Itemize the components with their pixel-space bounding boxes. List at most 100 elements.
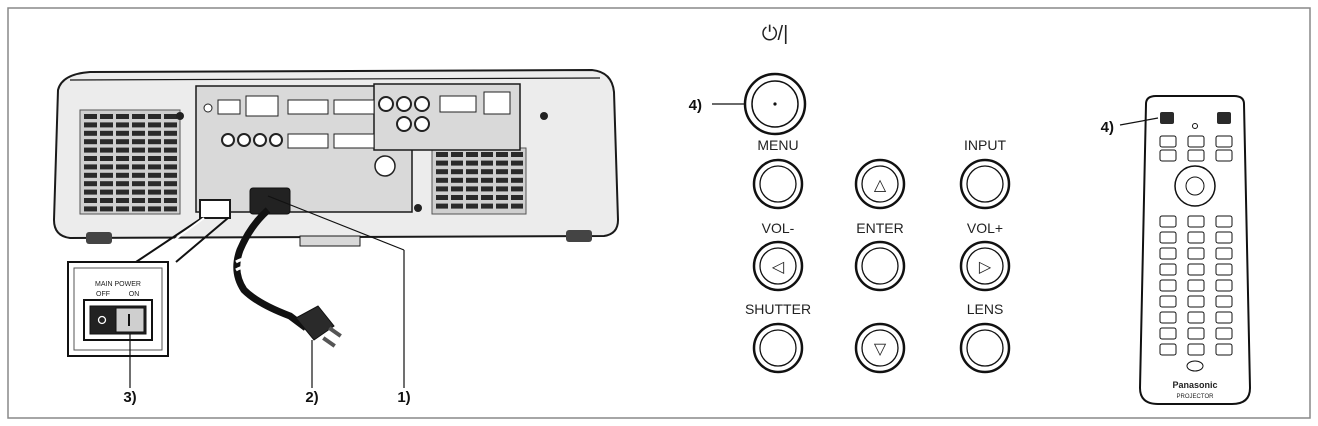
vent-slot xyxy=(100,198,113,203)
vent-slot xyxy=(148,189,161,195)
remote-key[interactable] xyxy=(1159,135,1177,148)
down-button[interactable]: ▽ xyxy=(854,322,906,374)
vent-slot xyxy=(164,172,177,178)
vent-slot xyxy=(164,189,177,195)
vent-slot xyxy=(496,160,508,166)
power-symbol: ⏻/| xyxy=(762,23,789,45)
remote-key[interactable] xyxy=(1187,343,1205,356)
remote-key[interactable] xyxy=(1215,149,1233,162)
vol-minus-label: VOL- xyxy=(762,220,795,236)
vol-minus-button[interactable]: ◁ xyxy=(752,240,804,292)
remote-key[interactable] xyxy=(1187,295,1205,308)
vent-slot xyxy=(436,177,448,183)
vent-slot xyxy=(132,172,145,178)
vent-slot xyxy=(481,177,493,183)
vent-slot xyxy=(451,195,463,200)
enter-label: ENTER xyxy=(856,220,903,236)
menu-button[interactable] xyxy=(752,158,804,210)
input-button[interactable] xyxy=(959,158,1011,210)
remote-key[interactable] xyxy=(1215,343,1233,356)
remote-key[interactable] xyxy=(1215,135,1233,148)
remote-key[interactable] xyxy=(1159,279,1177,292)
remote-key[interactable] xyxy=(1215,215,1233,228)
remote-key[interactable] xyxy=(1159,247,1177,260)
remote-key[interactable] xyxy=(1187,135,1205,148)
power-button[interactable] xyxy=(743,72,807,136)
remote-key[interactable] xyxy=(1215,327,1233,340)
remote-key[interactable] xyxy=(1159,295,1177,308)
vent-slot xyxy=(84,139,97,145)
vent-slot xyxy=(164,156,177,161)
remote-key[interactable] xyxy=(1187,279,1205,292)
remote-key[interactable] xyxy=(1215,247,1233,260)
vent-slot xyxy=(164,198,177,203)
vol-plus-label: VOL+ xyxy=(967,220,1003,236)
remote-key[interactable] xyxy=(1187,149,1205,162)
vent-slot xyxy=(84,198,97,203)
remote-key[interactable] xyxy=(1187,215,1205,228)
vent-slot xyxy=(100,206,113,212)
up-button[interactable]: △ xyxy=(854,158,906,210)
vent-slot xyxy=(116,198,129,203)
vent-slot xyxy=(164,122,177,128)
vol-plus-button[interactable]: ▷ xyxy=(959,240,1011,292)
main-power-off-label: OFF xyxy=(96,291,110,298)
vent-slot xyxy=(148,181,161,187)
vent-slot xyxy=(436,169,448,175)
vent-slot xyxy=(132,189,145,195)
vent-slot xyxy=(84,156,97,161)
vent-slot xyxy=(451,186,463,192)
remote-key[interactable] xyxy=(1215,231,1233,244)
shutter-button[interactable] xyxy=(752,322,804,374)
remote-model: PROJECTOR xyxy=(1177,394,1215,400)
remote-enter-button[interactable] xyxy=(1185,176,1205,196)
vent-slot xyxy=(451,169,463,175)
vent-slot xyxy=(132,139,145,145)
vent-slot xyxy=(511,177,523,183)
remote-key[interactable] xyxy=(1215,295,1233,308)
vent-slot xyxy=(116,114,129,119)
remote-key[interactable] xyxy=(1187,327,1205,340)
remote-key[interactable] xyxy=(1215,279,1233,292)
vent-slot xyxy=(511,203,523,209)
remote-key[interactable] xyxy=(1159,149,1177,162)
remote-key[interactable] xyxy=(1215,263,1233,276)
vent-slot xyxy=(148,130,161,136)
remote-key[interactable] xyxy=(1159,231,1177,244)
vent-slot xyxy=(496,195,508,200)
vent-slot xyxy=(436,203,448,209)
remote-key[interactable] xyxy=(1187,247,1205,260)
lens-button[interactable] xyxy=(959,322,1011,374)
remote-key[interactable] xyxy=(1187,231,1205,244)
remote-key[interactable] xyxy=(1159,311,1177,324)
remote-key[interactable] xyxy=(1159,343,1177,356)
vent-slot xyxy=(481,160,493,166)
vent-slot xyxy=(496,169,508,175)
remote-key[interactable] xyxy=(1187,263,1205,276)
off-circle-icon xyxy=(97,315,107,325)
vent-slot xyxy=(100,147,113,153)
menu-label: MENU xyxy=(757,137,798,153)
vent-slot xyxy=(100,172,113,178)
foot xyxy=(566,230,592,242)
vent-slot xyxy=(164,114,177,119)
vent-slot xyxy=(100,189,113,195)
remote-id-key[interactable] xyxy=(1186,360,1204,372)
remote-power-on-button[interactable] xyxy=(1160,112,1174,124)
vent-slot xyxy=(164,130,177,136)
control-panel: ⏻/| 4) MENU INPUT VOL- ENTER VOL+ SHUTTE… xyxy=(689,23,1011,374)
vent-slot xyxy=(148,147,161,153)
remote-key[interactable] xyxy=(1215,311,1233,324)
vent-slot xyxy=(116,206,129,212)
vent-slot xyxy=(148,198,161,203)
remote-standby-button[interactable] xyxy=(1217,112,1231,124)
callout-4-remote: 4) xyxy=(1101,119,1114,136)
remote-control: Panasonic PROJECTOR xyxy=(1138,95,1252,405)
vent-slot xyxy=(100,156,113,161)
remote-key[interactable] xyxy=(1159,263,1177,276)
remote-key[interactable] xyxy=(1159,327,1177,340)
vent-slot xyxy=(496,152,508,157)
remote-key[interactable] xyxy=(1159,215,1177,228)
remote-key[interactable] xyxy=(1187,311,1205,324)
enter-button[interactable] xyxy=(854,240,906,292)
